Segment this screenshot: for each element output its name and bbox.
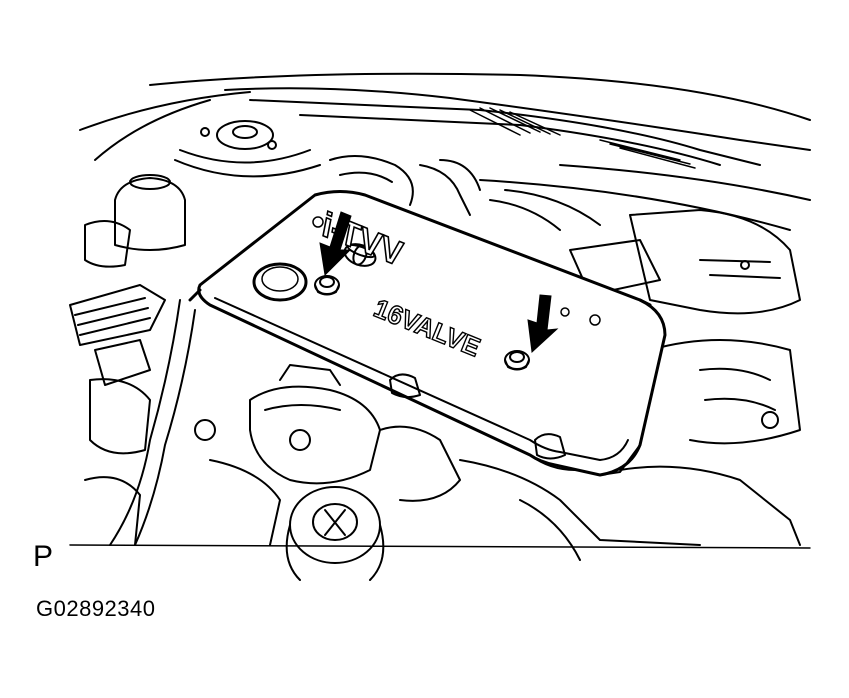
view-label: P [33, 540, 54, 573]
cowl-lines [79, 72, 811, 231]
lower-left-parts [84, 378, 281, 546]
bolt-icon [314, 275, 340, 296]
reservoir [84, 174, 186, 268]
intake-hoses [329, 155, 601, 231]
strut-tower [174, 120, 321, 178]
bolt-icon [504, 350, 530, 371]
wiring-harness [69, 284, 196, 546]
lower-right-parts [459, 339, 801, 561]
figure-code: G02892340 [36, 596, 156, 621]
distributor [285, 486, 385, 581]
cowl-grille [469, 107, 696, 169]
crop-line [69, 544, 811, 549]
arrow-down-icon [527, 294, 559, 354]
arrow-down-icon [319, 211, 352, 277]
intake-manifold [249, 364, 461, 502]
valve-cover [188, 190, 667, 477]
